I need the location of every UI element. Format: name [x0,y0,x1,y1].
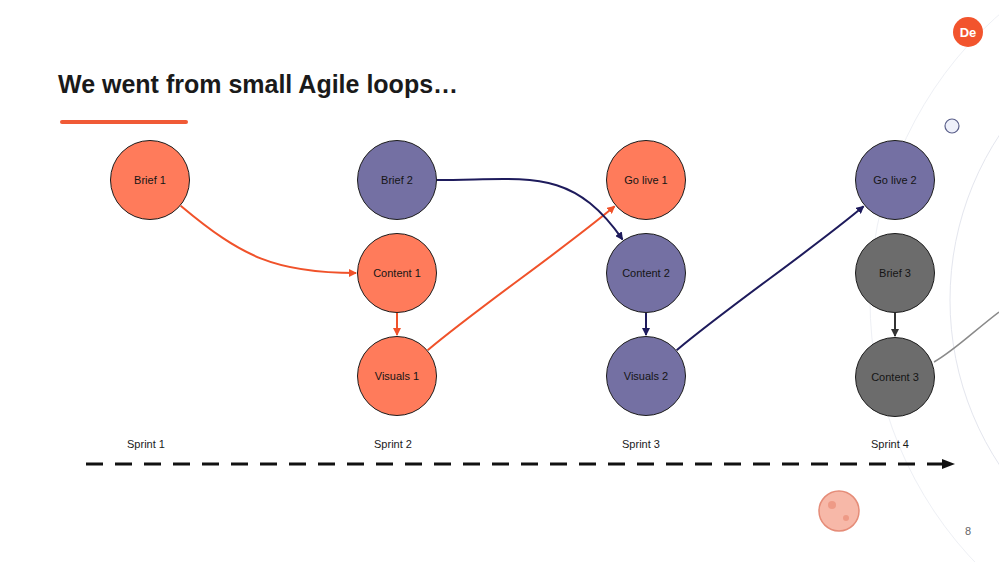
moon-icon [945,119,959,133]
stage-circle: Content 2 [606,233,686,313]
stage-circle: Brief 1 [110,140,190,220]
stage-label: Go live 1 [624,174,667,186]
sprint-label: Sprint 1 [127,438,165,450]
flow-arrow [181,206,356,273]
stage-label: Content 2 [622,267,670,279]
stage-circle: Visuals 1 [357,336,437,416]
stage-label: Content 1 [373,267,421,279]
stage-circle: Brief 2 [357,140,437,220]
planet-crater [828,501,836,509]
sprint-label: Sprint 3 [622,438,660,450]
title-underline [62,120,186,124]
page-number: 8 [965,525,971,537]
stage-circle: Content 3 [855,337,935,417]
continuation-line [934,312,999,362]
logo-text: De [960,25,977,40]
planet-icon [819,491,859,531]
flow-arrow [645,313,647,335]
sprint-label: Sprint 4 [871,438,909,450]
stage-circle: Go live 2 [855,140,935,220]
timeline-arrow [86,463,942,466]
stage-circle: Visuals 2 [606,336,686,416]
flow-arrow [677,206,864,350]
timeline-arrowhead [942,459,955,469]
stage-label: Go live 2 [873,174,916,186]
stage-label: Brief 3 [879,267,911,279]
logo-badge [953,17,983,47]
stage-label: Content 3 [871,371,919,383]
slide-title: We went from small Agile loops… [58,70,458,99]
flow-arrow [894,313,896,336]
stage-label: Brief 1 [134,174,166,186]
stage-label: Visuals 1 [375,370,419,382]
stage-label: Brief 2 [381,174,413,186]
stage-circle: Go live 1 [606,140,686,220]
stage-circle: Brief 3 [855,233,935,313]
flow-arrow [396,313,398,335]
flow-arrow [437,179,622,240]
orbit-ring [950,0,999,562]
planet-crater [843,515,849,521]
stage-circle: Content 1 [357,233,437,313]
sprint-label: Sprint 2 [374,438,412,450]
flow-arrow [428,206,615,350]
stage-label: Visuals 2 [624,370,668,382]
